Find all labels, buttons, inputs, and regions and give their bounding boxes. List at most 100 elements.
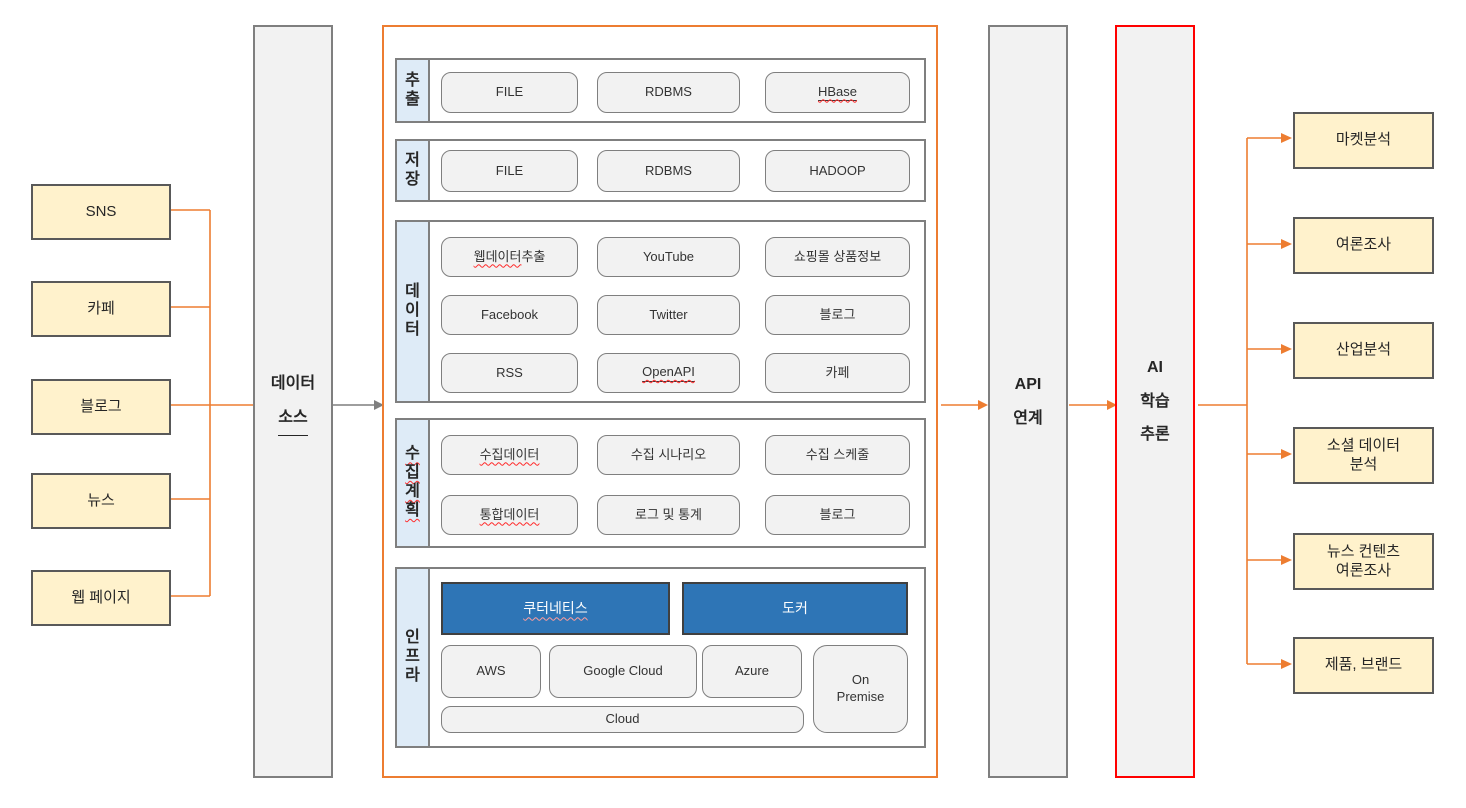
arrowhead-news-content-poll bbox=[1281, 555, 1292, 565]
label-text: 통합데이터 bbox=[479, 506, 540, 522]
label-text: 쿠터네티스 bbox=[523, 600, 588, 617]
section-label-char: 저 bbox=[405, 151, 420, 169]
output-box-opinion-poll: 여론조사 bbox=[1293, 217, 1434, 274]
cell-blog-plan: 블로그 bbox=[765, 495, 910, 535]
label-text: 추출 bbox=[521, 248, 546, 264]
cell-file: FILE bbox=[441, 72, 578, 113]
cell-cafe-data: 카페 bbox=[765, 353, 910, 393]
output-box-industry-analysis: 산업분석 bbox=[1293, 322, 1434, 379]
section-label-char: 장 bbox=[405, 170, 420, 188]
cell-youtube: YouTube bbox=[597, 237, 740, 277]
cell-kubernetes: 쿠터네티스 bbox=[441, 582, 670, 635]
cell-cloud: Cloud bbox=[441, 706, 804, 733]
ai-panel: AI 학습 추론 bbox=[1115, 25, 1195, 778]
label-text: OpenAPI bbox=[642, 364, 695, 382]
arrowhead-industry-analysis bbox=[1281, 344, 1292, 354]
label-text: 카페 bbox=[87, 299, 115, 317]
section-label-char: 데 bbox=[405, 283, 420, 301]
label-text: 블로그 bbox=[819, 306, 856, 322]
label-text: RSS bbox=[496, 364, 523, 380]
cell-hadoop: HADOOP bbox=[765, 150, 910, 192]
label-text: AWS bbox=[476, 663, 506, 679]
label-text: Cloud bbox=[605, 711, 640, 727]
arrowhead-gray bbox=[374, 400, 384, 410]
arrowhead-social-data-analysis bbox=[1281, 449, 1292, 459]
section-label-char: 프 bbox=[405, 648, 420, 666]
api-label-line2: 연계 bbox=[1013, 409, 1043, 427]
source-box-news: 뉴스 bbox=[31, 473, 171, 529]
data-source-panel: 데이터 소스 bbox=[253, 25, 333, 778]
cell-docker: 도커 bbox=[682, 582, 908, 635]
cell-collect-schedule: 수집 스케줄 bbox=[765, 435, 910, 475]
label-text: 산업분석 bbox=[1335, 341, 1392, 359]
source-box-web-page: 웹 페이지 bbox=[31, 570, 171, 626]
label-text: 쇼핑몰 상품정보 bbox=[793, 248, 882, 264]
label-text: FILE bbox=[495, 162, 524, 178]
arrowhead-ai bbox=[1107, 400, 1117, 410]
section-label-char: 수 bbox=[405, 445, 420, 463]
ai-label-line2: 학습 bbox=[1140, 392, 1170, 410]
cell-twitter: Twitter bbox=[597, 295, 740, 335]
output-box-social-data-analysis: 소셜 데이터 분석 bbox=[1293, 427, 1434, 484]
label-text: HADOOP bbox=[809, 162, 866, 178]
cell-hbase: HBase bbox=[765, 72, 910, 113]
section-label-char: 집 bbox=[405, 464, 420, 482]
label-text: 수집 스케줄 bbox=[805, 446, 870, 462]
cell-shopping-product-info: 쇼핑몰 상품정보 bbox=[765, 237, 910, 277]
label-text: Facebook bbox=[480, 306, 539, 322]
label-text: SNS bbox=[85, 202, 117, 220]
section-label-char: 추 bbox=[405, 71, 420, 89]
source-box-blog: 블로그 bbox=[31, 379, 171, 435]
data-source-label-line2: 소스 bbox=[278, 401, 308, 436]
cell-google-cloud: Google Cloud bbox=[549, 645, 697, 698]
cell-on-premise: On Premise bbox=[813, 645, 908, 733]
label-text: 여론조사 bbox=[1335, 236, 1392, 254]
label-text: Google Cloud bbox=[583, 663, 663, 679]
label-text: FILE bbox=[495, 84, 524, 100]
label-text: YouTube bbox=[642, 248, 695, 264]
cell-aws: AWS bbox=[441, 645, 541, 698]
output-box-market-analysis: 마켓분석 bbox=[1293, 112, 1434, 169]
cell-rss: RSS bbox=[441, 353, 578, 393]
label-text: 웹데이터 bbox=[473, 248, 522, 264]
label-text: Twitter bbox=[649, 306, 688, 322]
label-text: HBase bbox=[817, 84, 858, 102]
output-box-product-brand: 제품, 브랜드 bbox=[1293, 637, 1434, 694]
section-label-char: 계 bbox=[405, 483, 420, 500]
source-box-cafe: 카페 bbox=[31, 281, 171, 337]
cell-openapi: OpenAPI bbox=[597, 353, 740, 393]
ai-label-line3: 추론 bbox=[1140, 426, 1170, 444]
cell-rdbms: RDBMS bbox=[597, 72, 740, 113]
cell-integrated-data: 통합데이터 bbox=[441, 495, 578, 535]
data-source-label-line1: 데이터 bbox=[270, 375, 316, 393]
cell-facebook: Facebook bbox=[441, 295, 578, 335]
section-label-char: 라 bbox=[405, 666, 420, 684]
ai-label-line1: AI bbox=[1147, 359, 1163, 377]
label-text: 수집 시나리오 bbox=[630, 446, 707, 462]
label-text: 도커 bbox=[782, 600, 808, 617]
section-label-char: 터 bbox=[405, 320, 420, 338]
label-text: RDBMS bbox=[645, 84, 692, 100]
label-text: On Premise bbox=[836, 672, 885, 704]
section-label-char: 이 bbox=[405, 302, 420, 320]
cell-log-stats: 로그 및 통계 bbox=[597, 495, 740, 535]
label-text: 수집데이터 bbox=[479, 446, 540, 462]
arrowhead-opinion-poll bbox=[1281, 239, 1292, 249]
section-label-char: 획 bbox=[405, 501, 420, 519]
label-text: 마켓분석 bbox=[1335, 131, 1392, 149]
api-label-line1: API bbox=[1014, 375, 1042, 393]
cell-collect-scenario: 수집 시나리오 bbox=[597, 435, 740, 475]
label-text: 블로그 bbox=[80, 397, 122, 415]
label-text: RDBMS bbox=[645, 162, 692, 178]
label-text: Azure bbox=[735, 663, 769, 679]
api-panel: API 연계 bbox=[988, 25, 1068, 778]
cell-azure: Azure bbox=[702, 645, 802, 698]
arrowhead-api bbox=[978, 400, 988, 410]
label-text: 웹 페이지 bbox=[71, 588, 131, 606]
cell-rdbms2: RDBMS bbox=[597, 150, 740, 192]
cell-file2: FILE bbox=[441, 150, 578, 192]
